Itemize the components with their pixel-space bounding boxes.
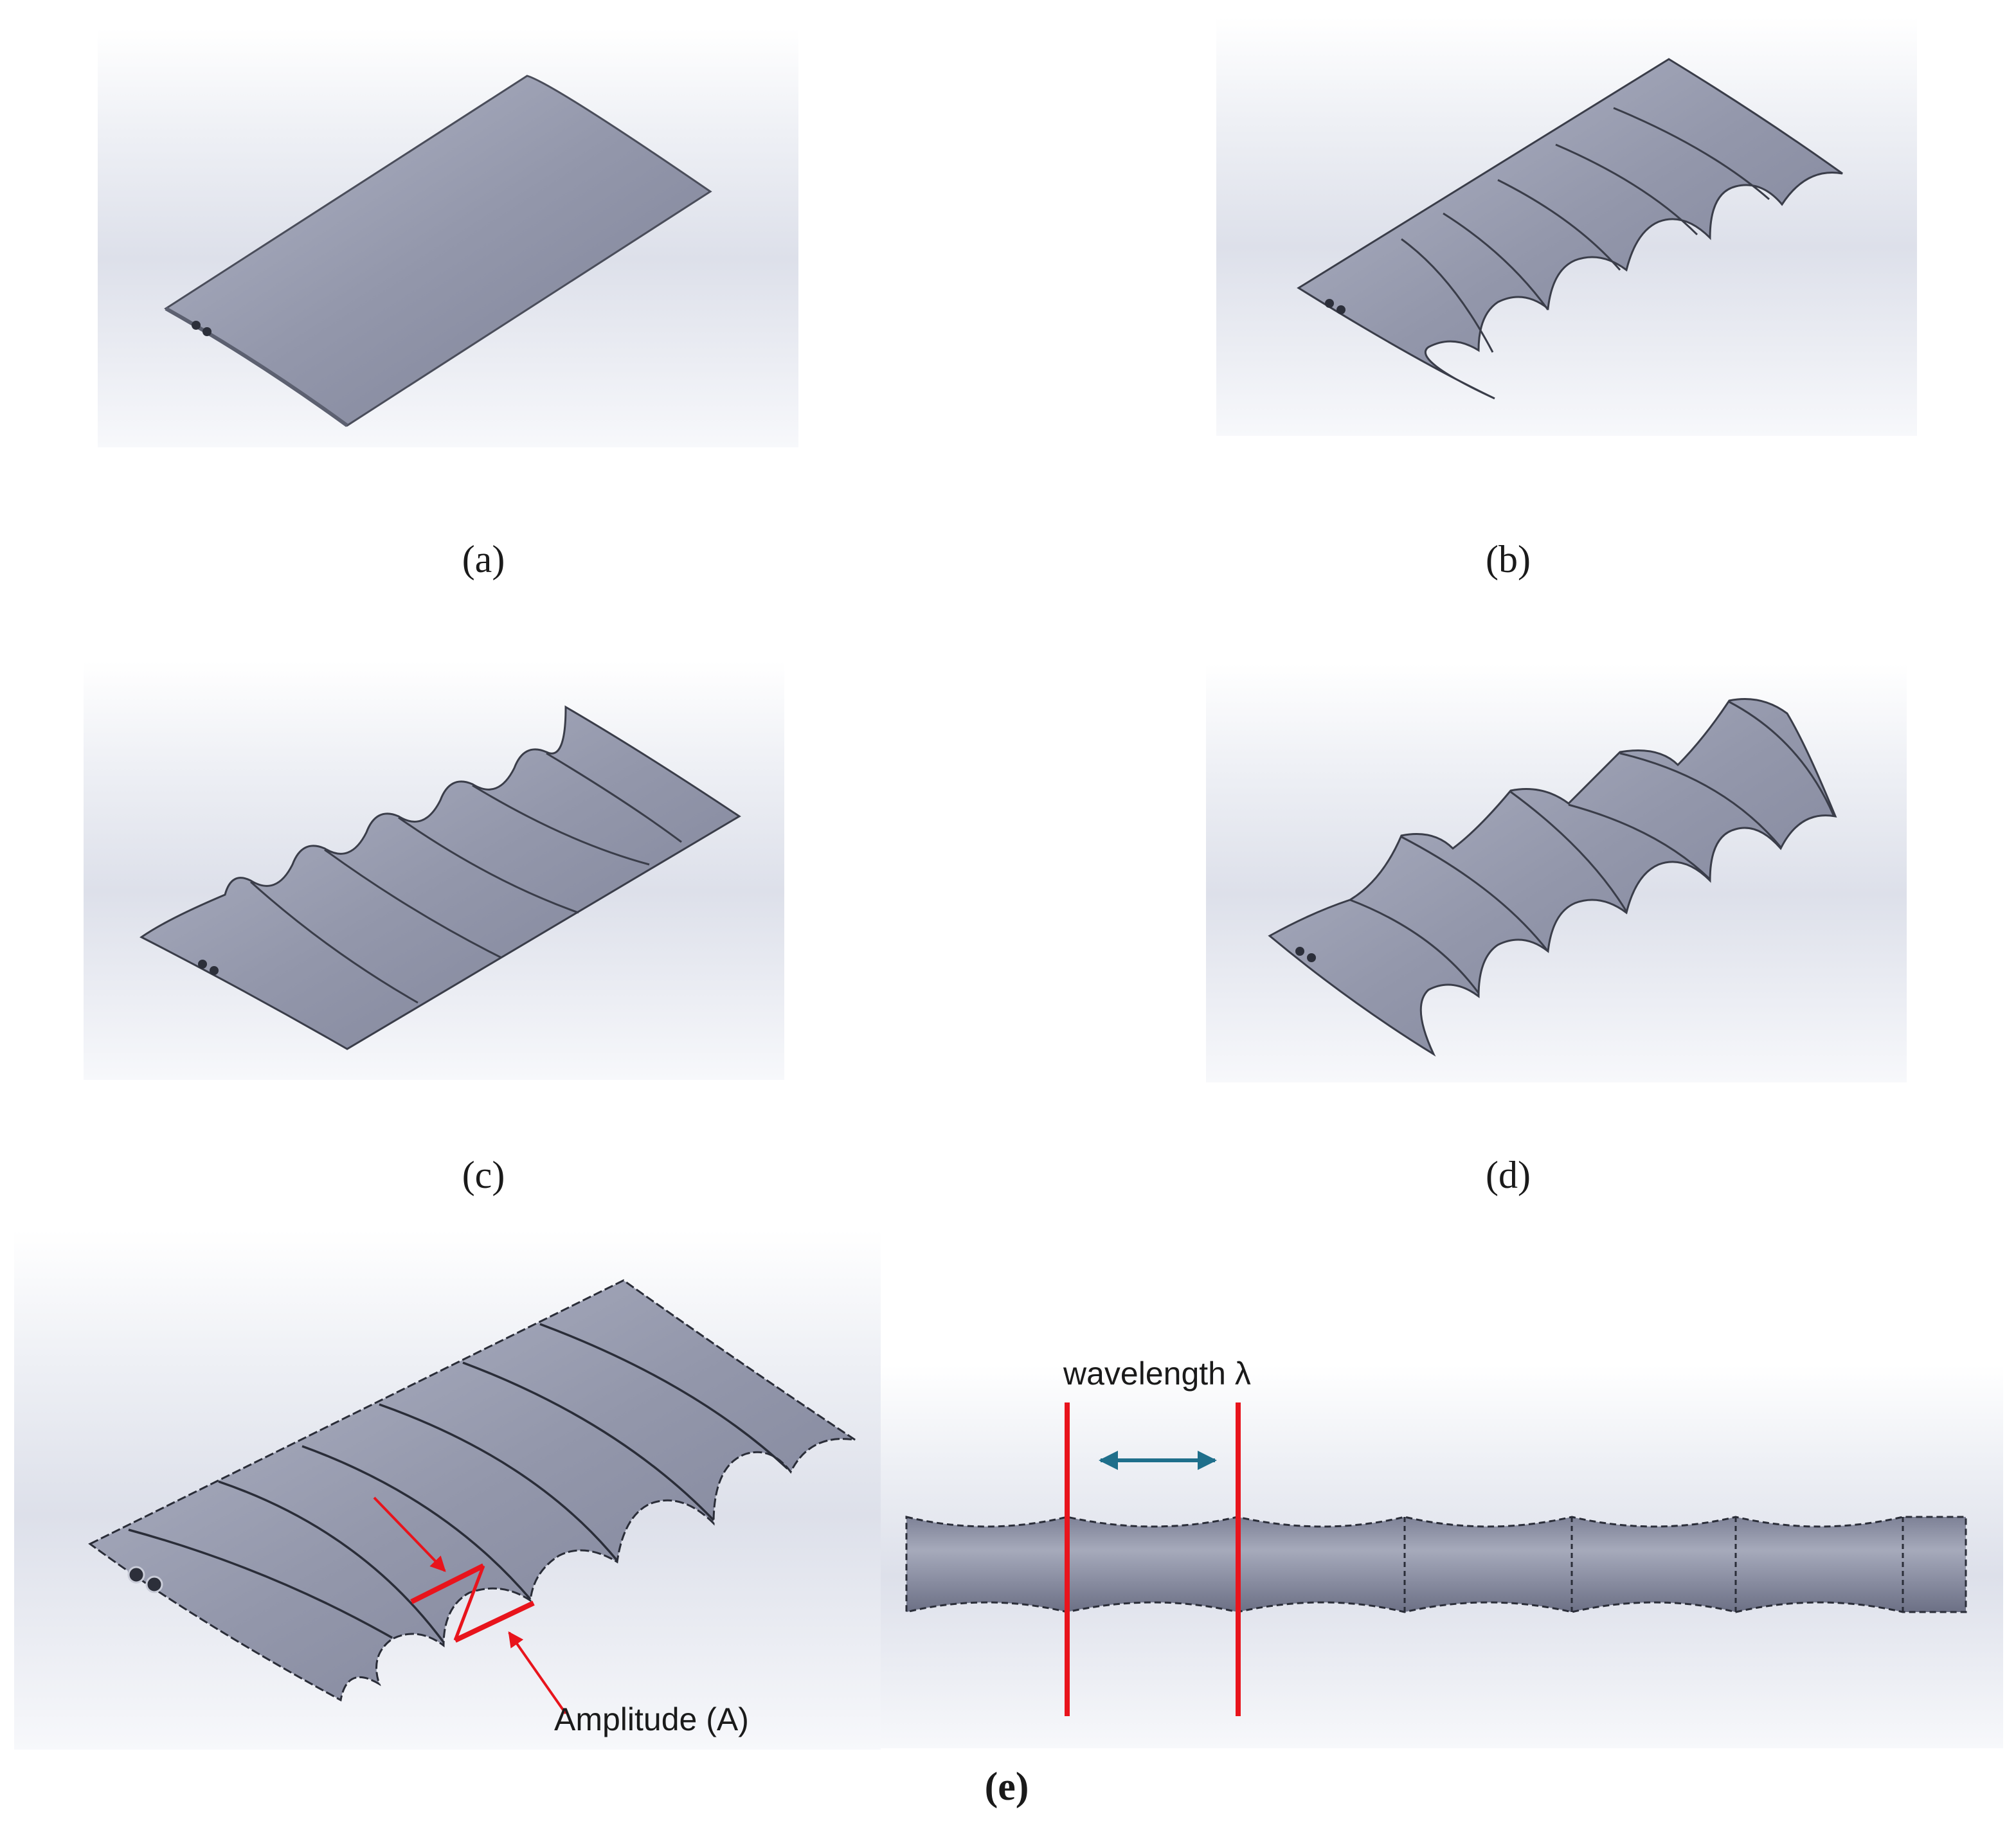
- amplitude-arrow-bottom: [508, 1631, 567, 1715]
- panel-b-wing: [1297, 58, 1843, 400]
- panel-d-label: (d): [1486, 1154, 1531, 1196]
- panel-d-section-lines: [1349, 701, 1835, 994]
- panel-e-wavelength: wavelength λ: [881, 1356, 2003, 1748]
- panel-c-hole-icon: [198, 960, 207, 969]
- panel-e-hole-icon: [127, 1566, 145, 1584]
- panel-d-wing: [1268, 698, 1837, 1057]
- panel-e-amplitude: Amplitude (A): [14, 1230, 881, 1750]
- panel-a-leading-edge: [165, 307, 348, 427]
- panel-c-section-lines: [249, 752, 682, 1004]
- panel-b-hole-icon: [1336, 305, 1346, 314]
- panel-a-hole-icon: [192, 321, 201, 330]
- panel-d: (d): [1206, 663, 1907, 1196]
- panel-b: (b): [1216, 17, 1917, 580]
- panel-b-label: (b): [1486, 538, 1531, 580]
- panel-e-hole-icon: [145, 1575, 163, 1593]
- panel-d-hole-icon: [1295, 947, 1304, 956]
- panel-c-wing: [140, 705, 741, 1050]
- panel-e-wing: [88, 1279, 856, 1702]
- panel-c-label: (c): [462, 1154, 505, 1196]
- amplitude-bar-bottom: [454, 1600, 535, 1643]
- panel-e-label: (e): [985, 1765, 1029, 1809]
- panel-c: (c): [84, 661, 784, 1196]
- amplitude-connector: [453, 1565, 485, 1641]
- panel-a-label: (a): [462, 538, 505, 580]
- panel-a-hole-icon: [203, 327, 212, 336]
- amplitude-bar-top: [410, 1563, 485, 1604]
- panel-b-hole-icon: [1325, 299, 1334, 308]
- panel-e-section-lines: [128, 1323, 789, 1644]
- panel-c-hole-icon: [210, 966, 219, 975]
- wavelength-tube-joints: [1403, 1517, 1904, 1612]
- panel-d-hole-icon: [1307, 953, 1316, 962]
- amplitude-label: Amplitude (A): [554, 1701, 749, 1737]
- wavelength-label: wavelength λ: [1063, 1356, 1251, 1392]
- amplitude-arrow-top: [373, 1496, 446, 1572]
- panel-b-section-lines: [1401, 107, 1770, 353]
- panel-a: (a): [98, 28, 798, 580]
